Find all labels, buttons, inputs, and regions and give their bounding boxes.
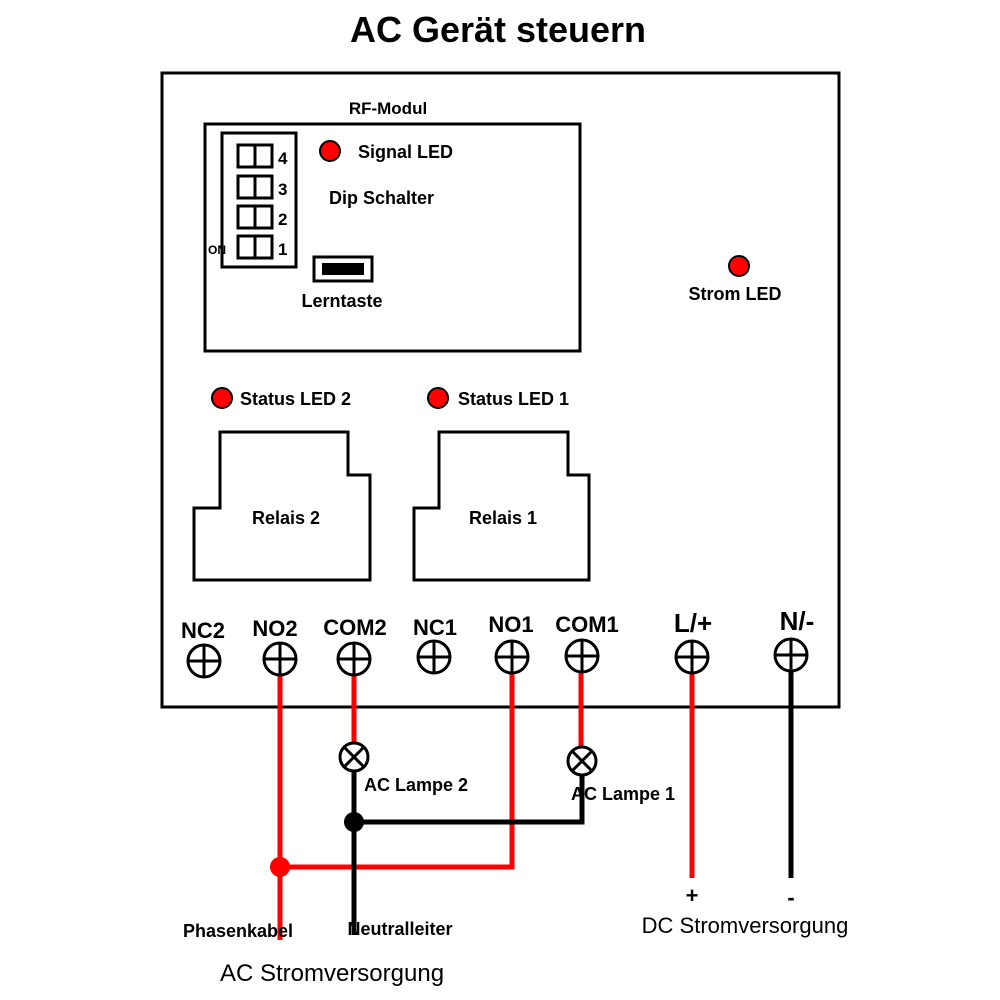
dc-minus-label: - xyxy=(787,885,794,910)
status-led-2-label: Status LED 2 xyxy=(240,389,351,409)
dip-switch-4[interactable] xyxy=(236,143,274,169)
neutral-wire-lamp1 xyxy=(354,775,585,825)
terminal-no1[interactable] xyxy=(494,639,530,675)
relay-1-label: Relais 1 xyxy=(469,508,537,528)
dip-on-label: ON xyxy=(208,243,226,257)
dc-supply-label: DC Stromversorgung xyxy=(642,913,849,938)
lamp-1-icon xyxy=(566,745,598,777)
learn-button[interactable] xyxy=(312,255,374,283)
phase-wire-no1 xyxy=(280,660,515,870)
relay-2-label: Relais 2 xyxy=(252,508,320,528)
status-led-1 xyxy=(427,387,449,409)
phase-junction xyxy=(270,857,290,877)
terminal-nc1[interactable] xyxy=(416,639,452,675)
controller-board xyxy=(160,71,841,709)
dip-switch-3[interactable] xyxy=(236,174,274,200)
lamp-1-label: AC Lampe 1 xyxy=(571,784,675,804)
dip-number-1: 1 xyxy=(278,240,287,259)
dc-plus-label: + xyxy=(686,883,699,908)
signal-led xyxy=(319,140,341,162)
terminal-no2[interactable] xyxy=(262,641,298,677)
dip-switch[interactable] xyxy=(220,131,298,269)
terminal-l[interactable] xyxy=(674,639,710,675)
terminal-com1[interactable] xyxy=(564,638,600,674)
terminal-com2-label: COM2 xyxy=(323,615,387,640)
ac-supply-label: AC Stromversorgung xyxy=(220,960,444,987)
dip-number-2: 2 xyxy=(278,210,287,229)
terminal-nc2-label: NC2 xyxy=(181,618,225,643)
dip-switch-2[interactable] xyxy=(236,204,274,230)
lamp-2-label: AC Lampe 2 xyxy=(364,775,468,795)
rf-module xyxy=(203,122,582,353)
terminal-nc1-label: NC1 xyxy=(413,615,457,640)
lamp-2-icon xyxy=(338,741,370,773)
dip-number-4: 4 xyxy=(278,149,288,168)
phase-cable-label: Phasenkabel xyxy=(183,921,293,941)
relay-2 xyxy=(192,430,372,582)
dip-number-3: 3 xyxy=(278,180,287,199)
power-led xyxy=(728,255,750,277)
dip-switch-label: Dip Schalter xyxy=(329,188,434,208)
terminal-com2[interactable] xyxy=(336,641,372,677)
diagram-title: AC Gerät steuern xyxy=(350,9,646,50)
terminal-no2-label: NO2 xyxy=(252,616,297,641)
rf-module-label: RF-Modul xyxy=(349,99,427,118)
status-led-1-label: Status LED 1 xyxy=(458,389,569,409)
dip-switch-1[interactable] xyxy=(236,234,274,260)
neutral-label: Neutralleiter xyxy=(347,919,452,939)
power-led-label: Strom LED xyxy=(688,284,781,304)
signal-led-label: Signal LED xyxy=(358,142,453,162)
terminal-nc2[interactable] xyxy=(186,643,222,679)
terminal-l-label: L/+ xyxy=(674,608,712,638)
terminal-com1-label: COM1 xyxy=(555,612,619,637)
terminal-n-label: N/- xyxy=(780,606,815,636)
terminal-no1-label: NO1 xyxy=(488,612,533,637)
relay-1 xyxy=(412,430,591,582)
status-led-2 xyxy=(211,387,233,409)
neutral-junction xyxy=(344,812,364,832)
learn-button-label: Lerntaste xyxy=(301,291,382,311)
terminal-n[interactable] xyxy=(773,637,809,673)
